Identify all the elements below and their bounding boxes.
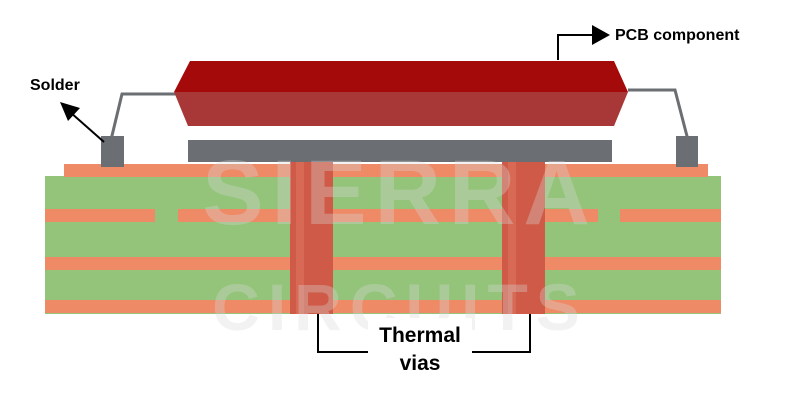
thermal-via-left: [290, 162, 333, 314]
solder-joint-left: [101, 136, 124, 167]
solder-joint-right: [676, 136, 698, 167]
thermal-pad: [188, 140, 612, 162]
thermal-vias-label-bg: [368, 318, 472, 378]
thermal-vias-label-line2: vias: [400, 352, 441, 375]
solder-pointer-line: [69, 111, 105, 143]
inner-copper-layer-1-right: [620, 209, 721, 222]
thermal-vias-label-line1: Thermal: [379, 324, 461, 347]
thermal-via-right: [502, 162, 545, 314]
pcb-component-pointer-line: [557, 34, 596, 60]
pcb-component-arrowhead: [592, 25, 610, 45]
pcb-substrate: [45, 176, 721, 314]
bottom-copper-layer: [45, 300, 721, 313]
pcb-component-label: PCB component: [615, 27, 740, 44]
solder-arrowhead: [60, 102, 80, 121]
inner-copper-layer-2: [45, 257, 721, 270]
pcb-component-body: [174, 61, 628, 126]
solder-label: Solder: [30, 77, 80, 94]
inner-copper-layer-1-left: [45, 209, 155, 222]
component-lead-right: [628, 88, 690, 141]
component-lead-left: [108, 92, 176, 145]
inner-copper-layer-1-mid: [178, 209, 598, 222]
watermark-line1: SIERRA: [202, 142, 598, 244]
top-copper-layer: [64, 164, 708, 177]
